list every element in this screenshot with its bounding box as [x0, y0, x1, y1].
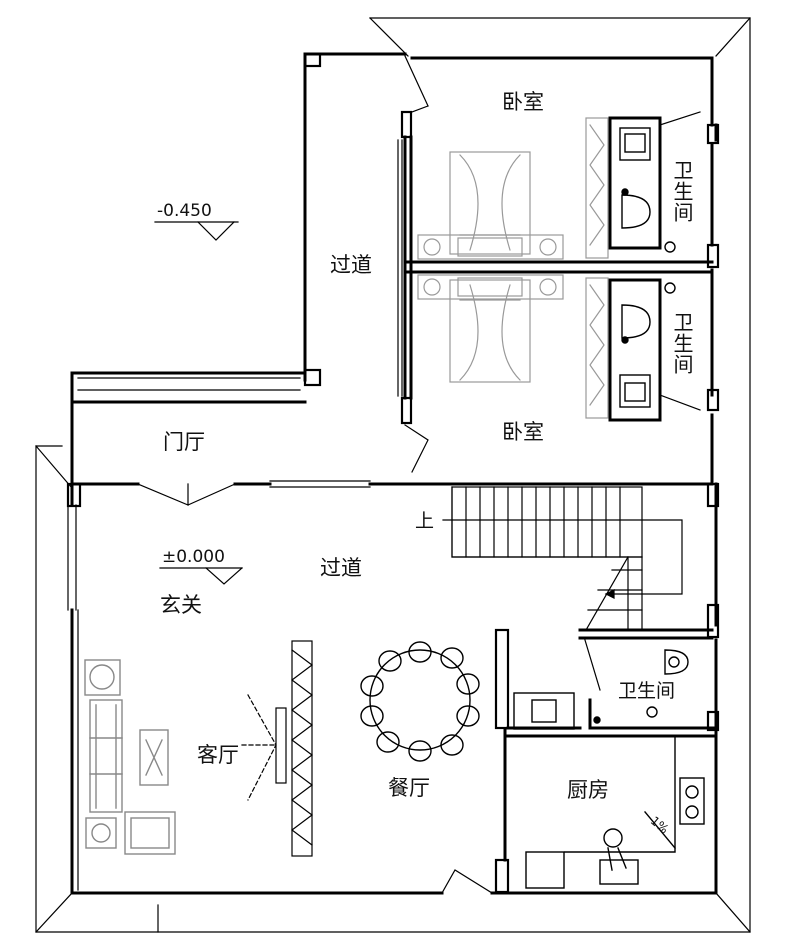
roof-outline [35, 17, 751, 933]
staircase [442, 486, 683, 631]
bath-fixtures [513, 127, 689, 730]
bedroom-upper-label: 卧室 [502, 90, 544, 114]
beds [417, 117, 609, 419]
columns [66, 52, 720, 894]
dining-table [360, 641, 480, 762]
entrance-label: 玄关 [160, 593, 202, 617]
bath-right-label: 卫生间 [618, 680, 676, 702]
foyer-label: 门厅 [163, 430, 205, 454]
bath-upper-label: 卫生间 [670, 160, 694, 223]
kitchen-fixtures [525, 737, 705, 889]
exterior-walls [70, 52, 718, 895]
sofa-set [84, 659, 176, 855]
dining-room-label: 餐厅 [388, 776, 430, 800]
bath-lower-label: 卫生间 [670, 312, 694, 375]
stair-up-label: 上 [415, 510, 435, 532]
corridor-main-label: 过道 [320, 556, 362, 580]
elevation-upper: -0.450 [157, 201, 212, 221]
interior-walls [70, 116, 718, 862]
corridor-upper-label: 过道 [330, 253, 372, 277]
kitchen-label: 厨房 [567, 778, 609, 802]
living-room-label: 客厅 [197, 743, 239, 767]
doors [137, 55, 701, 894]
tv-cabinet [241, 640, 313, 857]
elevation-ground: ±0.000 [162, 547, 225, 567]
elevation-markers [154, 221, 243, 585]
bedroom-lower-label: 卧室 [502, 420, 544, 444]
